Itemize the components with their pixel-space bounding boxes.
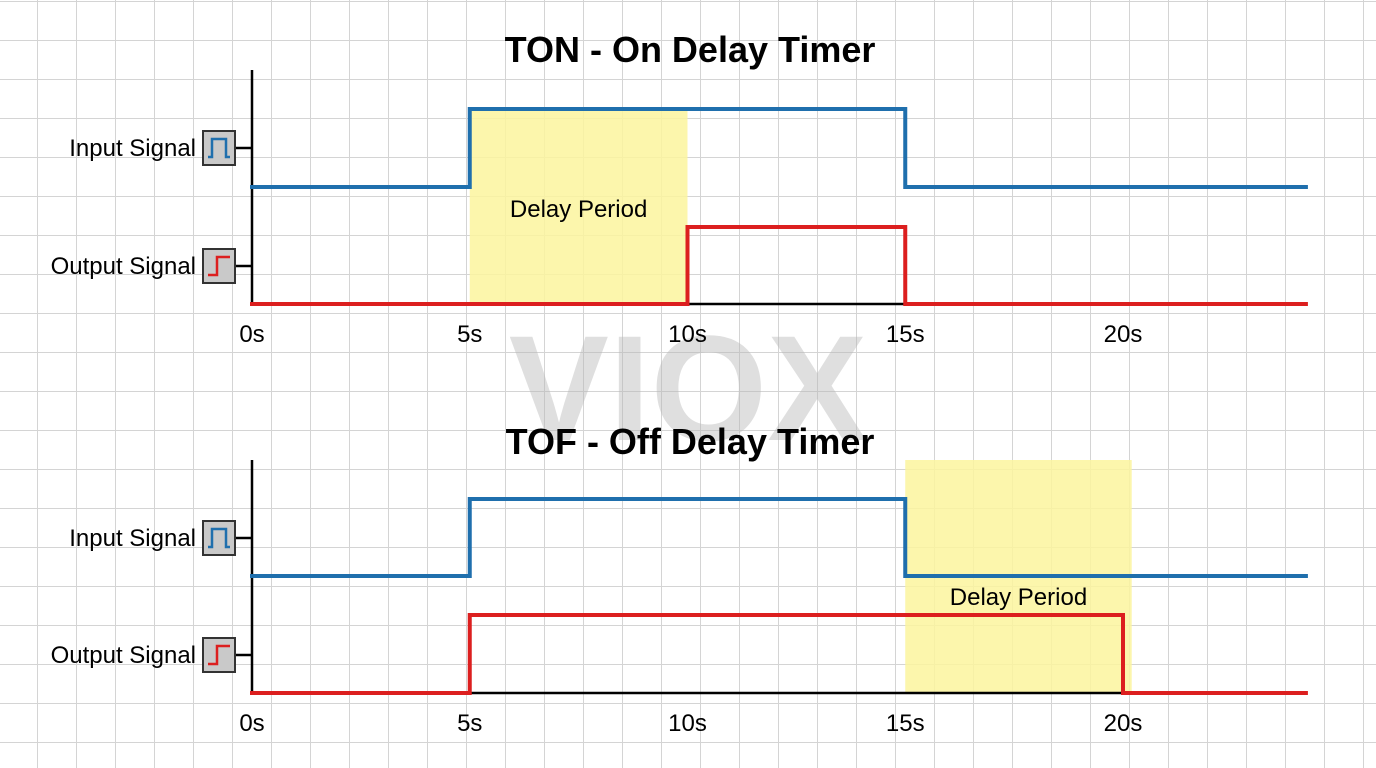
step-icon-frame [202,248,236,284]
chart-tof: Delay Period TOF - Off Delay Timer 0s 5s 10s… [51,421,1308,737]
pulse-icon-frame [202,520,236,556]
x-tick-label: 10s [668,710,707,737]
x-tick-label: 0s [239,321,264,348]
x-tick-label: 5s [457,710,482,737]
delay-period-label: Delay Period [950,584,1087,611]
x-tick-label: 5s [457,321,482,348]
chart-ton: Delay Period TON - On Delay Timer 0s 5s 10s 1… [51,29,1308,348]
step-icon-frame [202,637,236,673]
pulse-icon [202,520,236,556]
input-signal-line [250,497,1308,578]
x-tick-label: 10s [668,321,707,348]
step-icon-glyph [208,255,230,277]
output-signal-line [250,613,1308,695]
input-signal-line [250,107,1308,189]
pulse-icon-glyph [208,137,230,159]
row-label: Output Signal [51,253,196,280]
x-tick-label: 15s [886,321,925,348]
pulse-icon [202,130,236,166]
x-tick-label: 20s [1104,321,1143,348]
chart-title: TON - On Delay Timer [505,29,876,70]
watermark: VIOX [509,304,867,472]
step-icon [202,248,236,284]
delay-period-label: Delay Period [510,196,647,223]
delay-period-region [469,109,688,304]
charts: Delay Period TON - On Delay Timer 0s 5s 10s 1… [51,29,1308,737]
row-label: Input Signal [69,525,196,552]
x-tick-label: 20s [1104,710,1143,737]
pulse-icon-frame [202,130,236,166]
chart-title: TOF - Off Delay Timer [506,421,875,462]
pulse-icon-glyph [208,527,230,549]
step-icon [202,637,236,673]
x-tick-label: 0s [239,710,264,737]
row-label: Output Signal [51,642,196,669]
step-icon-glyph [208,644,230,666]
x-tick-label: 15s [886,710,925,737]
output-signal-line [250,225,1308,306]
row-label: Input Signal [69,135,196,162]
